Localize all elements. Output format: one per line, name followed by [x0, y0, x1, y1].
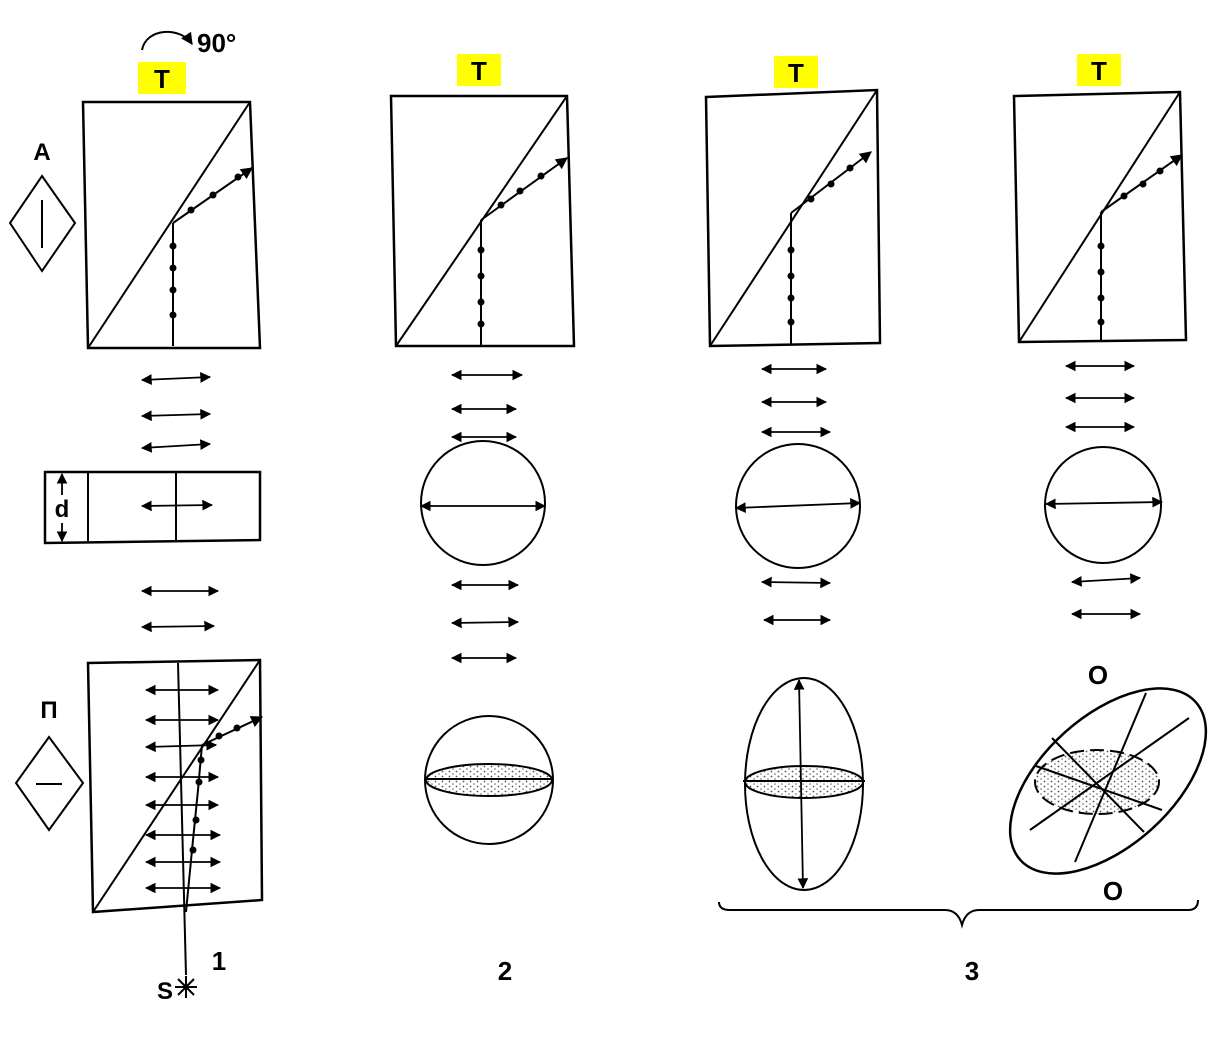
polarizing-label: T [1091, 56, 1107, 86]
thickness-label: d [55, 496, 70, 523]
column-4: T [1008, 54, 1208, 906]
analyzer-prism [81, 100, 262, 350]
arrows-upper-4 [1064, 360, 1136, 433]
polarizing-label: T [788, 58, 804, 88]
arrows-upper-1 [140, 372, 212, 453]
rotation-label: 90° [197, 28, 236, 58]
rotation-indicator: 90° [141, 28, 236, 58]
polarizing-label: T [471, 56, 487, 86]
polarizing-label: T [154, 64, 170, 94]
rotation-arrow-icon [141, 30, 193, 51]
analyzer-prism [1012, 90, 1188, 344]
polarizer-icon [14, 735, 85, 832]
analyzer-prism [389, 94, 576, 348]
column-2: T [389, 54, 576, 986]
polarizing-label-box [1077, 54, 1121, 86]
arrows-lower-3 [760, 576, 832, 626]
column-3: T [704, 56, 882, 891]
source-label: S [157, 978, 173, 1005]
arrows-lower-2 [450, 579, 520, 664]
sample-plate: d [43, 470, 262, 545]
arrows-lower-1 [140, 585, 220, 633]
column-number-2: 2 [498, 956, 512, 986]
polarizer-prism [86, 658, 264, 976]
sample-circle [734, 443, 862, 569]
polarizing-label-box [774, 56, 818, 88]
column-3-brace [718, 899, 1199, 929]
optic-axis-label-bottom: O [1103, 876, 1123, 906]
analyzer-icon [8, 174, 77, 273]
optic-axis-label-top: O [1088, 660, 1108, 690]
column-1: T A d [8, 62, 264, 1005]
polarizer-label: П [40, 697, 57, 724]
arrows-lower-4 [1070, 573, 1142, 620]
analyzer-label: A [33, 139, 50, 166]
uniaxial-ellipsoid [743, 677, 865, 891]
sample-circle [1044, 446, 1164, 564]
polarizing-label-box [457, 54, 501, 86]
column-number-3: 3 [965, 956, 979, 986]
arrows-upper-3 [760, 363, 832, 438]
asterisk-icon [175, 976, 197, 998]
column-number-1: 1 [212, 946, 226, 976]
analyzer-prism [704, 88, 882, 348]
polarizing-label-box [138, 62, 186, 94]
sample-circle [419, 440, 547, 566]
arrows-upper-2 [450, 369, 524, 443]
tilted-ellipsoid [1008, 687, 1208, 875]
isotropic-sphere [424, 715, 554, 845]
